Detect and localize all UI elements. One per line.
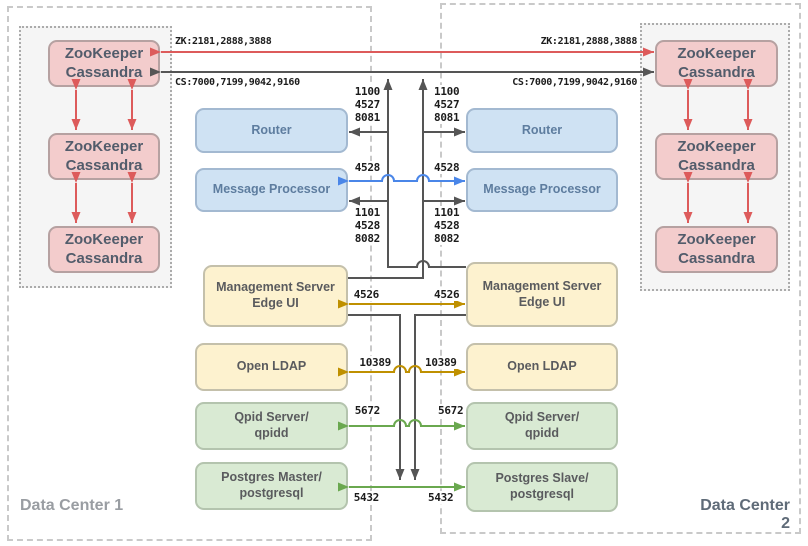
data-center-1-label: Data Center 1 xyxy=(20,497,124,514)
zookeeper-ports-label-left: ZK:2181,2888,3888 xyxy=(174,36,273,48)
ldap-port-label-right: 10389 xyxy=(424,356,458,369)
open-ldap-box-dc1: Open LDAP xyxy=(195,343,348,391)
management-server-box-dc2: Management Server Edge UI xyxy=(466,262,618,327)
router-ports-label-left: 1100 4527 8081 xyxy=(353,85,381,124)
postgres-master-box-dc1: Postgres Master/ postgresql xyxy=(195,462,348,510)
data-center-2-frame xyxy=(440,3,801,534)
router-box-dc1: Router xyxy=(195,108,348,153)
zookeeper-cassandra-node: ZooKeeper Cassandra xyxy=(48,133,160,180)
zookeeper-cassandra-node: ZooKeeper Cassandra xyxy=(655,226,778,273)
cassandra-ports-label-left: CS:7000,7199,9042,9160 xyxy=(174,77,301,89)
postgres-port-label-left: 5432 xyxy=(352,491,380,504)
mp-sync-port-label-left: 4528 xyxy=(353,161,381,174)
mp-ports-label-right: 1101 4528 8082 xyxy=(433,206,461,245)
postgres-port-label-right: 5432 xyxy=(427,491,455,504)
qpid-server-box-dc1: Qpid Server/ qpidd xyxy=(195,402,348,450)
zookeeper-cassandra-node: ZooKeeper Cassandra xyxy=(655,40,778,87)
postgres-slave-box-dc2: Postgres Slave/ postgresql xyxy=(466,462,618,512)
zookeeper-cassandra-node: ZooKeeper Cassandra xyxy=(655,133,778,180)
qpid-port-label-left: 5672 xyxy=(353,404,381,417)
qpid-port-label-right: 5672 xyxy=(437,404,465,417)
ldap-port-label-left: 10389 xyxy=(358,356,392,369)
qpid-server-box-dc2: Qpid Server/ qpidd xyxy=(466,402,618,450)
zookeeper-ports-label-right: ZK:2181,2888,3888 xyxy=(539,36,638,48)
management-port-label-right: 4526 xyxy=(433,288,461,301)
management-server-box-dc1: Management Server Edge UI xyxy=(203,265,348,327)
router-ports-label-right: 1100 4527 8081 xyxy=(433,85,461,124)
zookeeper-cassandra-node: ZooKeeper Cassandra xyxy=(48,40,160,87)
mp-sync-port-label-right: 4528 xyxy=(433,161,461,174)
cassandra-ports-label-right: CS:7000,7199,9042,9160 xyxy=(511,77,638,89)
data-center-2-label: Data Center 2 xyxy=(700,497,790,532)
message-processor-box-dc1: Message Processor xyxy=(195,168,348,212)
zookeeper-cassandra-node: ZooKeeper Cassandra xyxy=(48,226,160,273)
open-ldap-box-dc2: Open LDAP xyxy=(466,343,618,391)
message-processor-box-dc2: Message Processor xyxy=(466,168,618,212)
mp-ports-label-left: 1101 4528 8082 xyxy=(353,206,381,245)
management-port-label-left: 4526 xyxy=(352,288,380,301)
router-box-dc2: Router xyxy=(466,108,618,153)
